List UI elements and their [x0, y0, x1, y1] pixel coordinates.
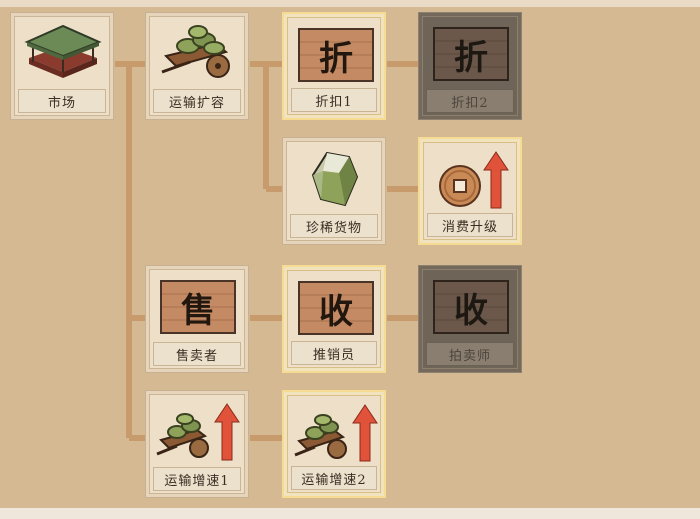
- sign-glyph: 收: [433, 280, 509, 334]
- bottom-band: [0, 508, 700, 519]
- node-label: 消费升级: [427, 213, 513, 237]
- sign-glyph: 折: [298, 28, 374, 82]
- node-label: 珍稀货物: [290, 214, 378, 238]
- node-transport-speed-1[interactable]: 运输增速1: [145, 390, 249, 498]
- wood-sign-icon: 收: [427, 272, 515, 342]
- cart-upgrade-icon: [154, 397, 242, 467]
- node-auctioneer[interactable]: 收 拍卖师: [418, 265, 522, 373]
- node-promoter[interactable]: 收 推销员: [282, 265, 386, 373]
- coin-upgrade-icon: [428, 145, 516, 215]
- sign-glyph: 收: [298, 281, 374, 335]
- node-transport-speed-2[interactable]: 运输增速2: [282, 390, 386, 498]
- wood-sign-icon: 折: [427, 19, 515, 89]
- node-label: 折扣2: [426, 89, 514, 113]
- node-consume-upgrade[interactable]: 消费升级: [418, 137, 522, 245]
- cart-icon: [154, 19, 242, 89]
- node-rare-goods[interactable]: 珍稀货物: [282, 137, 386, 245]
- node-label: 推销员: [291, 341, 377, 365]
- node-label: 折扣1: [291, 88, 377, 112]
- gem-icon: [291, 144, 379, 214]
- sign-glyph: 折: [433, 27, 509, 81]
- top-band: [0, 0, 700, 7]
- node-discount-1[interactable]: 折 折扣1: [282, 12, 386, 120]
- wood-sign-icon: 收: [292, 273, 380, 343]
- sign-glyph: 售: [160, 280, 236, 334]
- node-label: 运输扩容: [153, 89, 241, 113]
- market-stall-icon: [19, 19, 107, 89]
- node-label: 市场: [18, 89, 106, 113]
- wood-sign-icon: 售: [154, 272, 242, 342]
- wood-sign-icon: 折: [292, 20, 380, 90]
- node-label: 售卖者: [153, 342, 241, 366]
- node-market[interactable]: 市场: [10, 12, 114, 120]
- node-transport-expand[interactable]: 运输扩容: [145, 12, 249, 120]
- cart-upgrade-icon: [292, 398, 380, 468]
- node-seller[interactable]: 售 售卖者: [145, 265, 249, 373]
- node-label: 运输增速2: [291, 466, 377, 490]
- node-label: 运输增速1: [153, 467, 241, 491]
- node-label: 拍卖师: [426, 342, 514, 366]
- node-discount-2[interactable]: 折 折扣2: [418, 12, 522, 120]
